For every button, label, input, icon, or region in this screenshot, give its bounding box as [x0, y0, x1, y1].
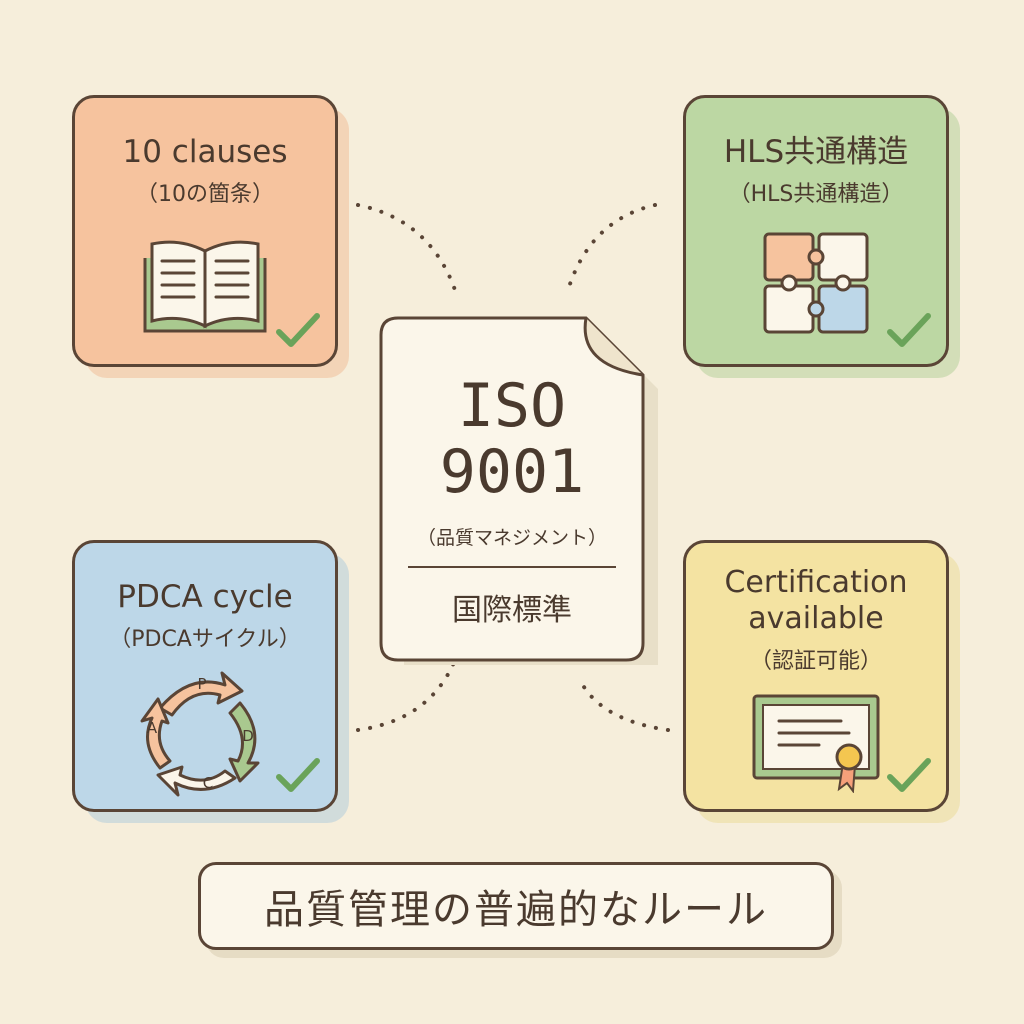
- center-title: ISO 9001: [378, 373, 646, 505]
- card-subtitle: （HLS共通構造）: [728, 182, 904, 207]
- cycle-letter-p: P: [197, 675, 206, 693]
- card-title: 10 clauses: [122, 134, 288, 170]
- check-icon: [276, 758, 320, 792]
- card-subtitle: （PDCAサイクル）: [109, 627, 301, 652]
- check-icon: [887, 313, 931, 347]
- check-icon: [887, 758, 931, 792]
- card-title-line2: available: [748, 601, 884, 636]
- card-title: HLS共通構造: [723, 134, 909, 170]
- iso-9001-document: ISO 9001 （品質マネジメント） 国際標準: [378, 315, 658, 665]
- card-title-line1: Certification: [724, 565, 908, 600]
- certificate-icon: [752, 694, 880, 793]
- card-pdca: PDCA cycle （PDCAサイクル） P D C A: [72, 540, 349, 823]
- card-subtitle: （10の箇条）: [136, 182, 274, 207]
- cycle-arrows-icon: P D C A: [140, 671, 260, 797]
- check-icon: [276, 313, 320, 347]
- center-label: 国際標準: [452, 593, 572, 628]
- center-title-line2: 9001: [439, 437, 585, 507]
- puzzle-icon: [763, 232, 869, 334]
- card-subtitle: （認証可能）: [749, 649, 882, 674]
- center-title-line1: ISO: [457, 371, 567, 441]
- card-clauses: 10 clauses （10の箇条）: [72, 95, 349, 378]
- open-book-icon: [143, 240, 267, 333]
- card-certification: Certification available （認証可能）: [683, 540, 960, 823]
- document-icon: [379, 316, 658, 665]
- cycle-letter-a: A: [147, 719, 158, 737]
- card-hls: HLS共通構造 （HLS共通構造）: [683, 95, 960, 378]
- banner: 品質管理の普遍的なルール: [198, 862, 834, 950]
- cycle-letter-d: D: [242, 727, 254, 745]
- card-title: PDCA cycle: [117, 579, 293, 615]
- cycle-letter-c: C: [203, 774, 213, 792]
- center-subtitle: （品質マネジメント）: [416, 527, 607, 549]
